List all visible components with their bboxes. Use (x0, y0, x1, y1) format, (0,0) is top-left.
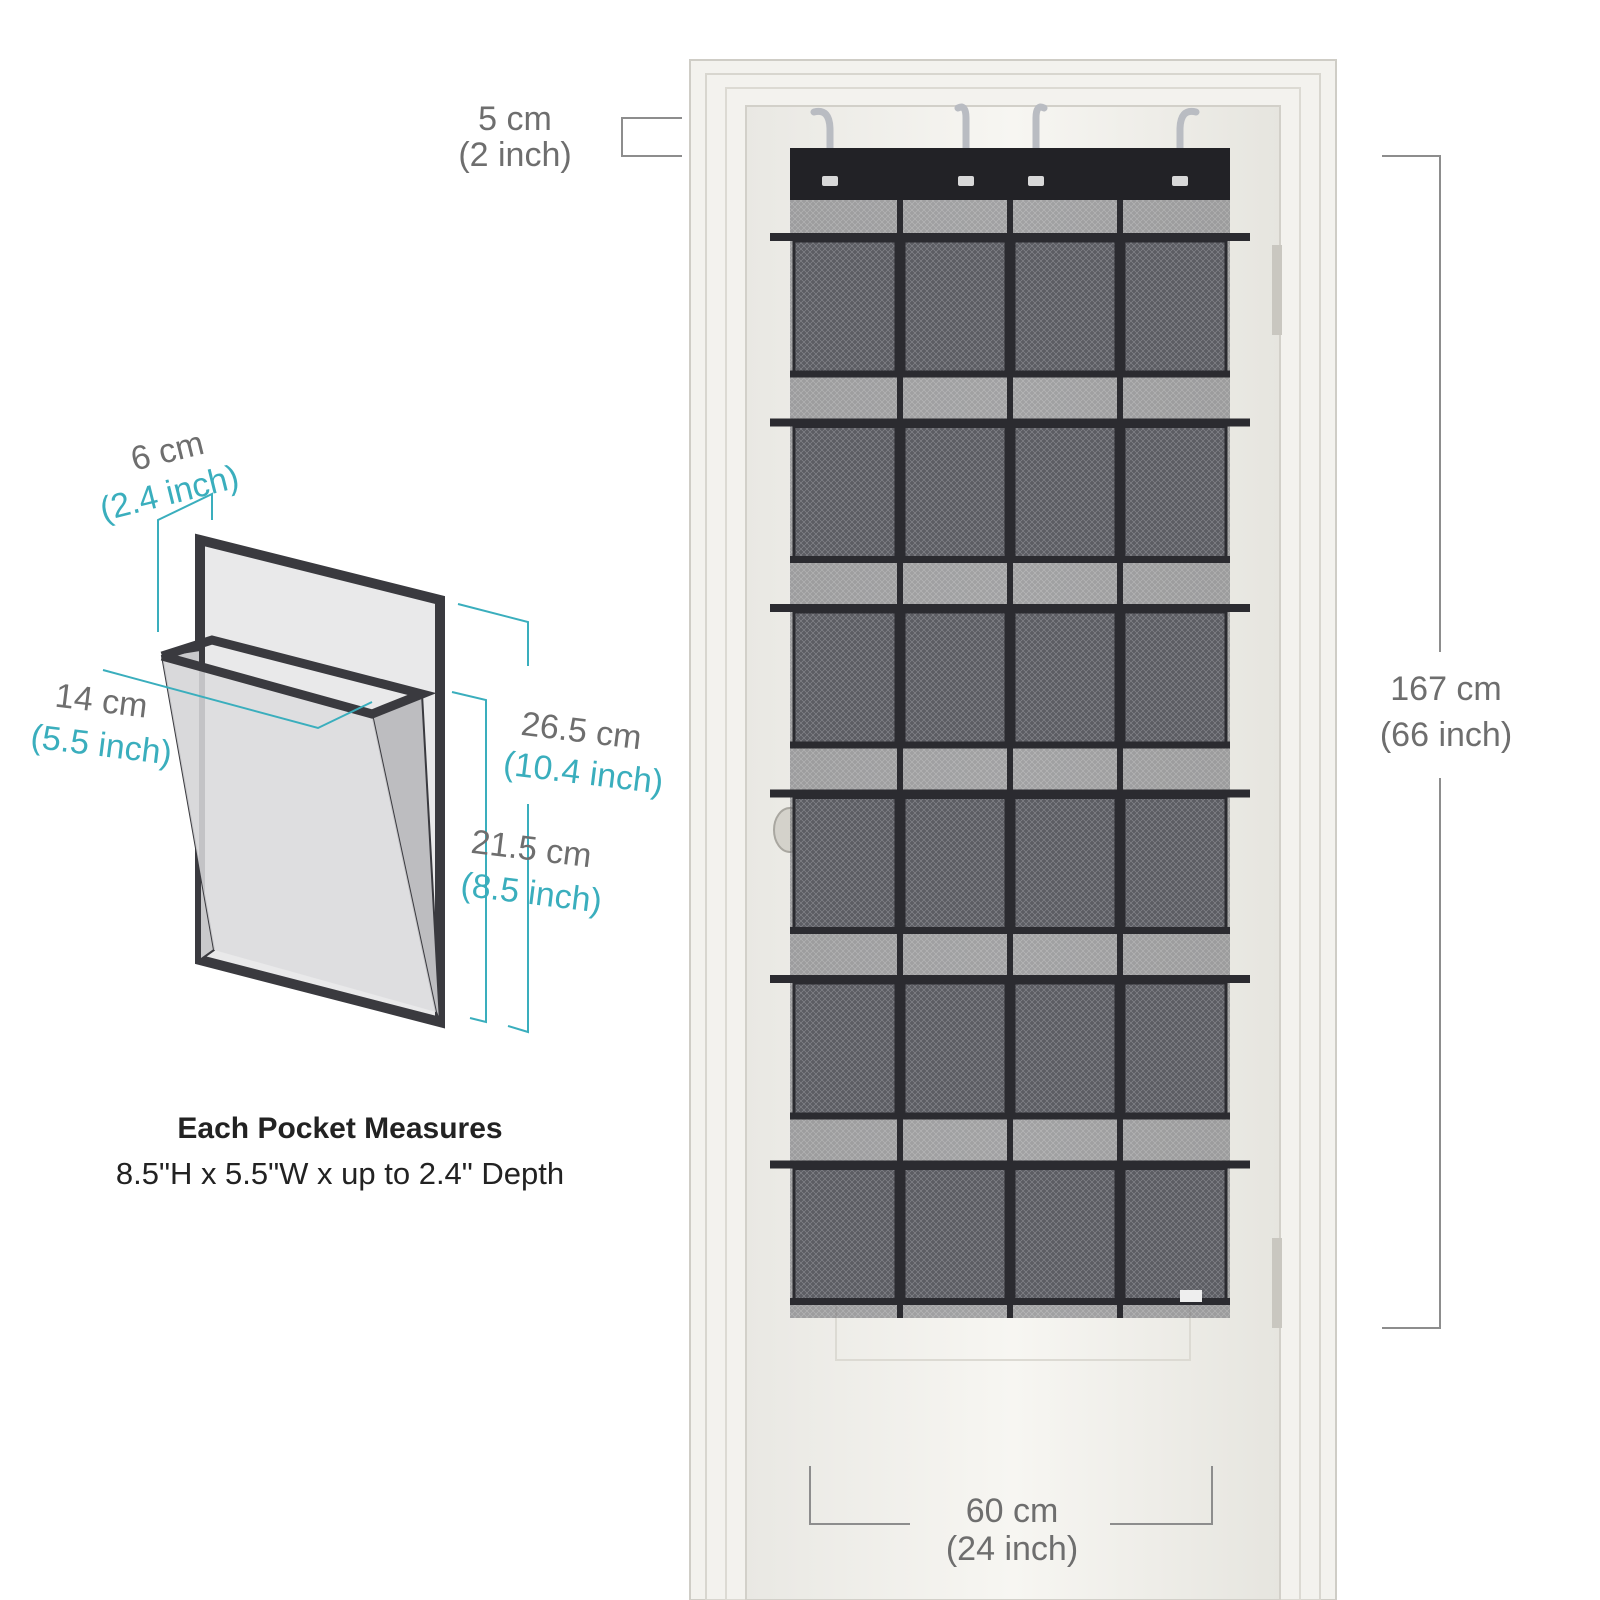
door-width-in: (24 inch) (946, 1530, 1078, 1568)
organizer-pocket (1122, 981, 1228, 1118)
hook-depth-in: (2 inch) (458, 136, 571, 174)
organizer-pocket (1012, 981, 1118, 1118)
brand-tag (1180, 1290, 1202, 1302)
over-door-hooks (810, 103, 1200, 189)
height-dimension (1382, 155, 1441, 1329)
pocket-column-seam (1117, 200, 1123, 1318)
organizer-pocket (1122, 239, 1228, 376)
organizer-pocket (1122, 1167, 1228, 1304)
organizer-pocket (792, 1167, 898, 1304)
organizer-pocket (792, 239, 898, 376)
organizer-pocket (1012, 1167, 1118, 1304)
hook-dimension (621, 117, 682, 157)
door-hinge (1272, 1238, 1282, 1328)
organizer-pocket (792, 425, 898, 562)
organizer-pocket (1122, 610, 1228, 747)
organizer-pocket (792, 610, 898, 747)
organizer-pocket (1012, 796, 1118, 933)
organizer-pocket (792, 981, 898, 1118)
hook-depth-cm: 5 cm (478, 100, 552, 138)
organizer-pocket (1012, 239, 1118, 376)
pocket-front-panel (162, 656, 436, 1012)
pocket-column-seam (897, 200, 903, 1318)
pocket-width-cm: 14 cm (53, 677, 150, 726)
organizer-pocket (1122, 796, 1228, 933)
pocket-column-seam (1007, 200, 1013, 1318)
pocket-width-in: (5.5 inch) (29, 718, 174, 773)
organizer-pocket (1012, 425, 1118, 562)
shoe-organizer (770, 148, 1250, 1318)
organizer-pocket (902, 239, 1008, 376)
pocket-dimension-lines (102, 492, 529, 1034)
organizer-pocket (1122, 425, 1228, 562)
door-height-cm: 167 cm (1390, 670, 1502, 708)
organizer-pocket (792, 796, 898, 933)
width-dimension (809, 1466, 1213, 1525)
organizer-pocket (902, 981, 1008, 1118)
caption-subtitle: 8.5"H x 5.5"W x up to 2.4" Depth (115, 1156, 565, 1191)
organizer-top-band (790, 148, 1230, 200)
door-hinge (1272, 245, 1282, 335)
door-height-in: (66 inch) (1380, 716, 1512, 754)
organizer-pocket (902, 1167, 1008, 1304)
pocket-rim (160, 635, 437, 719)
caption-title: Each Pocket Measures (177, 1112, 503, 1145)
back-height-in: (10.4 inch) (501, 744, 665, 801)
organizer-pocket (902, 425, 1008, 562)
organizer-pocket (902, 610, 1008, 747)
hook-grommets (822, 176, 1188, 186)
pocket-illustration (160, 533, 445, 1029)
front-height-cm: 21.5 cm (469, 823, 594, 875)
door-width-cm: 60 cm (966, 1492, 1059, 1530)
organizer-pocket (1012, 610, 1118, 747)
organizer-pocket (902, 796, 1008, 933)
pocket-grid (770, 200, 1250, 1318)
